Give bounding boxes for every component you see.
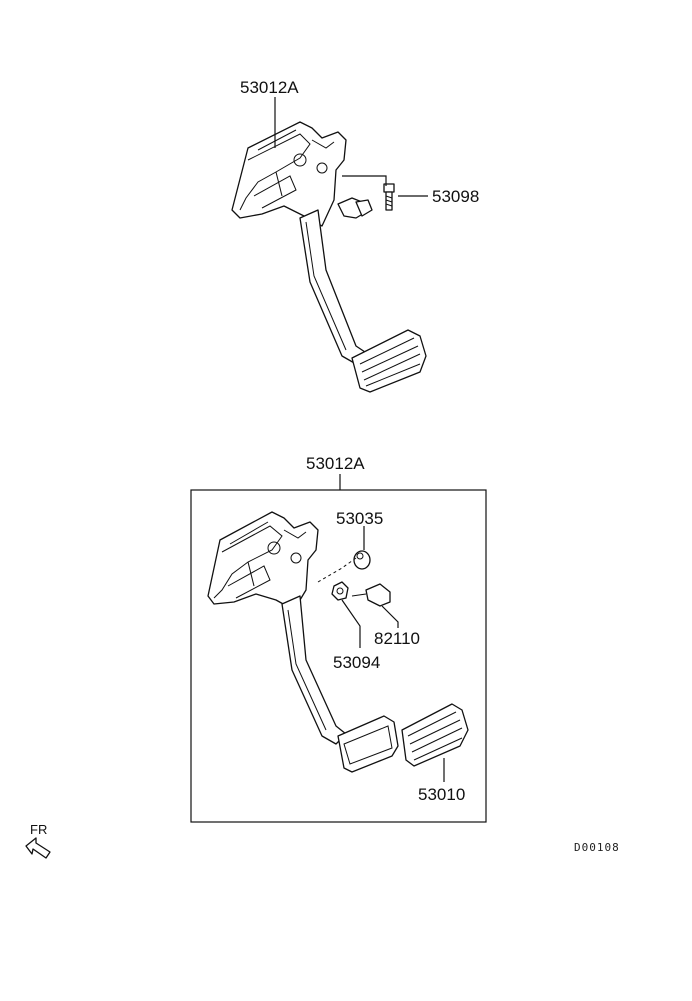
- leader-nut: [341, 599, 361, 648]
- label-switch: 82110: [374, 629, 420, 648]
- label-nut: 53094: [333, 653, 380, 672]
- bolt-53098: [383, 183, 395, 211]
- cap-53035: [353, 550, 371, 570]
- bottom-pedal-assembly: [207, 511, 469, 773]
- nut-53094: [331, 581, 349, 601]
- label-bottom-assembly: 53012A: [306, 454, 365, 473]
- front-direction-marker: FR: [25, 822, 51, 859]
- label-cap: 53035: [336, 509, 383, 528]
- label-pad: 53010: [418, 785, 465, 804]
- leader-top-bracket: [342, 175, 387, 186]
- assembly-frame: [190, 489, 487, 823]
- leader-switch: [381, 605, 399, 628]
- fr-text: FR: [30, 822, 47, 837]
- label-top-bolt: 53098: [432, 187, 479, 206]
- pedal-pad-53010: [401, 703, 469, 767]
- drawing-code: D00108: [574, 841, 620, 854]
- front-arrow-icon: [25, 837, 51, 859]
- label-top-assembly: 53012A: [240, 78, 299, 97]
- top-pedal-assembly: [231, 121, 427, 393]
- switch-82110: [351, 583, 391, 607]
